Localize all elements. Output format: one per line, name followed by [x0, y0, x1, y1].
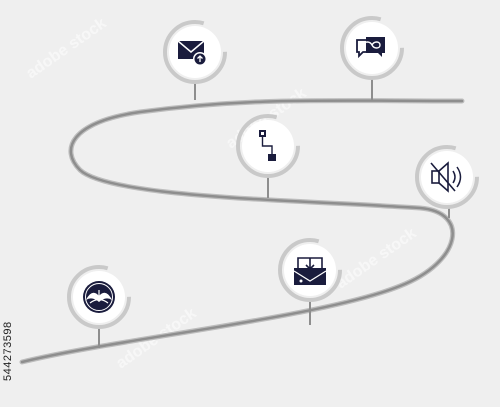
leaf-emblem-icon	[83, 281, 115, 313]
speaker-muted-icon	[430, 161, 462, 193]
email-upload-icon	[177, 40, 207, 66]
milestone-inbox-download[interactable]	[278, 238, 342, 325]
chat-infinity-icon	[356, 37, 385, 59]
inbox-download-icon	[293, 257, 327, 285]
milestone-leaf-emblem[interactable]	[67, 265, 131, 348]
milestone-flowchart[interactable]	[236, 114, 300, 198]
milestone-email-upload[interactable]	[163, 20, 227, 100]
stock-id-label: 544273598	[2, 321, 14, 381]
milestone-chat-infinity[interactable]	[340, 16, 404, 101]
bottom-strip	[0, 407, 500, 417]
milestone-speaker-muted[interactable]	[415, 145, 479, 218]
flowchart-icon	[259, 130, 276, 161]
